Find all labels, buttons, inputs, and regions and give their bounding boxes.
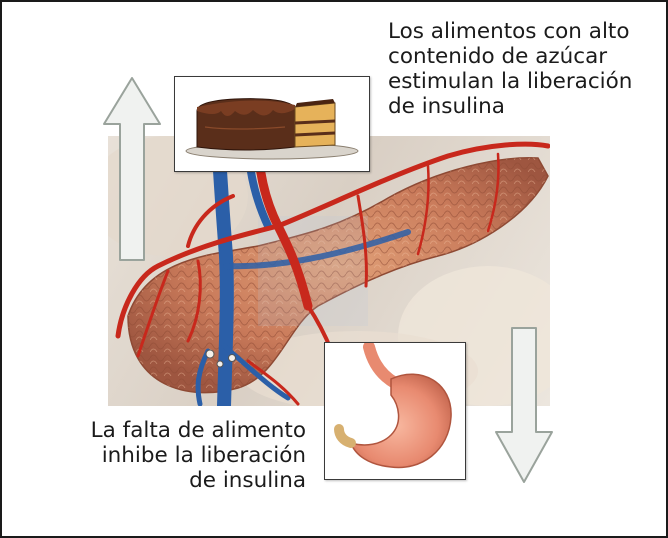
- arrow-down-icon: [495, 327, 553, 483]
- caption-line: La falta de alimento: [90, 418, 306, 443]
- cake-illustration: [185, 98, 359, 160]
- caption-line: de insulina: [189, 468, 306, 493]
- caption-line: estimulan la liberación: [388, 69, 633, 94]
- cake-inset: [174, 76, 370, 172]
- high-sugar-caption: Los alimentos con alto contenido de azúc…: [388, 19, 632, 119]
- stomach-illustration: [334, 341, 452, 469]
- caption-line: contenido de azúcar: [388, 44, 608, 69]
- stomach-inset: [324, 341, 466, 480]
- caption-line: de insulina: [388, 94, 505, 119]
- no-food-caption: La falta de alimento inhibe la liberació…: [50, 418, 306, 493]
- caption-line: inhibe la liberación: [101, 443, 306, 468]
- caption-line: Los alimentos con alto: [388, 19, 630, 44]
- arrow-up-icon: [103, 77, 161, 261]
